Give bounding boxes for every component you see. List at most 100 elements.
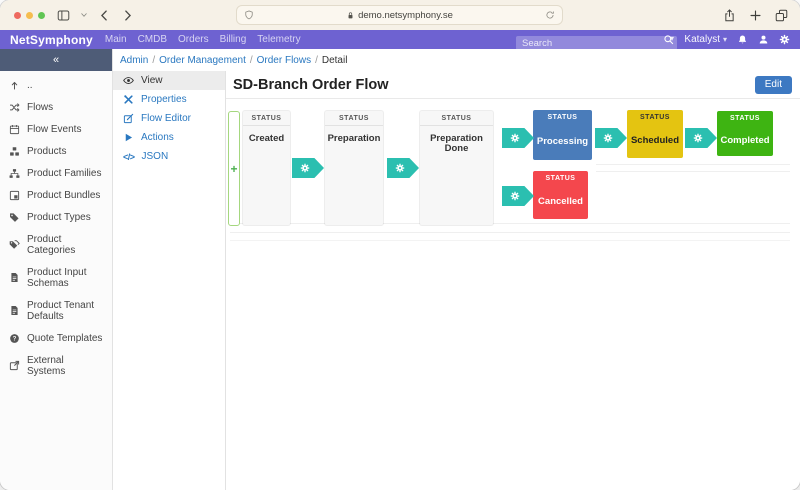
nav-item-telemetry[interactable]: Telemetry [257, 34, 301, 45]
flow-node-status-header: STATUS [640, 114, 670, 121]
submenu-item-actions[interactable]: Actions [113, 128, 225, 147]
privacy-shield-icon [245, 10, 253, 20]
settings-gear-glyph [779, 34, 790, 45]
sidebar-collapse-button[interactable]: « [0, 49, 112, 71]
order-flow-diagram: + STATUS Created STATUS Preparation STAT… [226, 99, 800, 490]
sidebar-item-product-families[interactable]: Product Families [0, 162, 112, 184]
zoom-window-button[interactable] [38, 11, 45, 19]
user-menu[interactable]: Katalyst ▾ [684, 34, 727, 45]
search-icon[interactable] [663, 34, 674, 45]
share-icon [725, 8, 734, 21]
flow-node-preparation-done[interactable]: STATUS Preparation Done [420, 111, 493, 225]
nav-item-main[interactable]: Main [104, 34, 127, 45]
sidebar-item-product-tenant-defaults[interactable]: Product Tenant Defaults [0, 294, 112, 327]
gear-icon [510, 191, 520, 201]
flow-transition-scheduled-to-completed[interactable] [685, 128, 717, 148]
main-content: SD-Branch Order Flow Edit + STATUS Creat… [226, 71, 800, 490]
app-navbar: NetSymphony Main CMDB Orders Billing Telemet… [0, 30, 800, 50]
flow-add-state-button[interactable]: + [228, 111, 240, 226]
gear-icon [693, 133, 703, 143]
grid-line [230, 223, 790, 224]
flow-transition-processing-to-scheduled[interactable] [595, 128, 627, 148]
sidebar-item-products[interactable]: Products [0, 140, 112, 162]
grid-line [230, 240, 790, 241]
flow-node-label: Preparation [327, 133, 381, 144]
edit-button[interactable]: Edit [754, 75, 792, 94]
flow-node-scheduled[interactable]: STATUS Scheduled [627, 110, 683, 158]
search-input[interactable] [516, 36, 677, 50]
submenu-item-view[interactable]: View [113, 71, 225, 90]
sidebar-toggle-button[interactable] [57, 9, 70, 22]
flow-transition-created-to-preparation[interactable] [292, 158, 324, 178]
close-window-button[interactable] [14, 11, 21, 19]
flow-transition-preparation-done-to-cancelled[interactable] [502, 186, 534, 206]
user-caret-icon: ▾ [722, 35, 727, 44]
sidebar-item-flow-events[interactable]: Flow Events [0, 118, 112, 140]
settings-gear-icon[interactable] [779, 34, 790, 45]
nav-item-cmdb[interactable]: CMDB [137, 34, 168, 45]
sidebar-item-external-systems[interactable]: External Systems [0, 349, 112, 382]
global-search: ▾ [516, 33, 677, 50]
tab-overview-button[interactable] [775, 9, 788, 22]
sidebar-item-label: Products [27, 145, 67, 157]
sidebar-item-up[interactable]: .. [0, 74, 112, 96]
sidebar-item-product-types[interactable]: Product Types [0, 206, 112, 228]
new-tab-button[interactable] [749, 9, 762, 22]
submenu-item-flow-editor[interactable]: Flow Editor [113, 109, 225, 128]
tag-icon [10, 212, 19, 222]
sidebar-menu-chevron[interactable] [80, 11, 88, 19]
url-bar[interactable]: demo.netsymphony.se [236, 5, 563, 25]
browser-chrome: demo.netsymphony.se [0, 0, 800, 30]
sidebar-item-quote-templates[interactable]: ? Quote Templates [0, 327, 112, 349]
chevron-left-icon [100, 9, 107, 21]
chevron-right-icon [125, 9, 132, 21]
nav-item-billing[interactable]: Billing [219, 34, 247, 45]
nav-item-orders[interactable]: Orders [178, 34, 209, 45]
user-profile-icon[interactable] [758, 34, 769, 45]
sidebar-item-flows[interactable]: Flows [0, 96, 112, 118]
notifications-bell-icon[interactable] [737, 34, 748, 45]
minimize-window-button[interactable] [26, 11, 33, 19]
sidebar-item-product-bundles[interactable]: Product Bundles [0, 184, 112, 206]
sidebar-item-product-categories[interactable]: Product Categories [0, 228, 112, 261]
flow-transition-preparation-to-preparation-done[interactable] [387, 158, 419, 178]
flow-node-cancelled[interactable]: STATUS Cancelled [533, 171, 588, 219]
reload-icon[interactable] [545, 10, 555, 20]
flow-node-preparation[interactable]: STATUS Preparation [325, 111, 383, 225]
search-caret-icon[interactable]: ▾ [669, 33, 674, 43]
play-icon [125, 133, 133, 142]
flow-node-created[interactable]: STATUS Created [243, 111, 290, 225]
sidebar-item-label: .. [27, 79, 33, 91]
app-brand[interactable]: NetSymphony [10, 32, 93, 47]
flow-transition-preparation-done-to-processing[interactable] [502, 128, 534, 148]
breadcrumb-link[interactable]: Admin [120, 54, 149, 66]
help-icon: ? [10, 333, 19, 343]
tools-icon [124, 95, 133, 104]
grid-line [596, 164, 790, 165]
flow-node-completed[interactable]: STATUS Completed [717, 111, 773, 156]
back-button[interactable] [98, 9, 111, 22]
svg-text:?: ? [13, 335, 17, 342]
breadcrumb-link[interactable]: Order Management [159, 54, 246, 66]
breadcrumb-separator: / [249, 54, 253, 66]
breadcrumb: Admin /Order Management /Order Flows /De… [113, 49, 800, 71]
flow-node-processing[interactable]: STATUS Processing [533, 110, 592, 160]
file-icon [11, 306, 18, 315]
breadcrumb-link[interactable]: Order Flows [256, 54, 312, 66]
gear-icon [395, 163, 405, 173]
share-button[interactable] [723, 8, 736, 22]
lock-icon [348, 11, 353, 18]
sidebar-panel-icon [57, 10, 70, 20]
url-text: demo.netsymphony.se [358, 9, 453, 21]
submenu-item-label: Properties [141, 94, 187, 105]
page-title: SD-Branch Order Flow [233, 76, 389, 93]
forward-button[interactable] [121, 9, 134, 22]
sidebar-item-product-input-schemas[interactable]: Product Input Schemas [0, 261, 112, 294]
breadcrumb-separator: / [152, 54, 156, 66]
calendar-icon [9, 124, 20, 134]
submenu-item-json[interactable]: </> JSON [123, 151, 169, 162]
editsq-icon [123, 113, 134, 124]
submenu-item-properties[interactable]: Properties [113, 90, 225, 109]
flow-node-status-header: STATUS [420, 111, 493, 126]
